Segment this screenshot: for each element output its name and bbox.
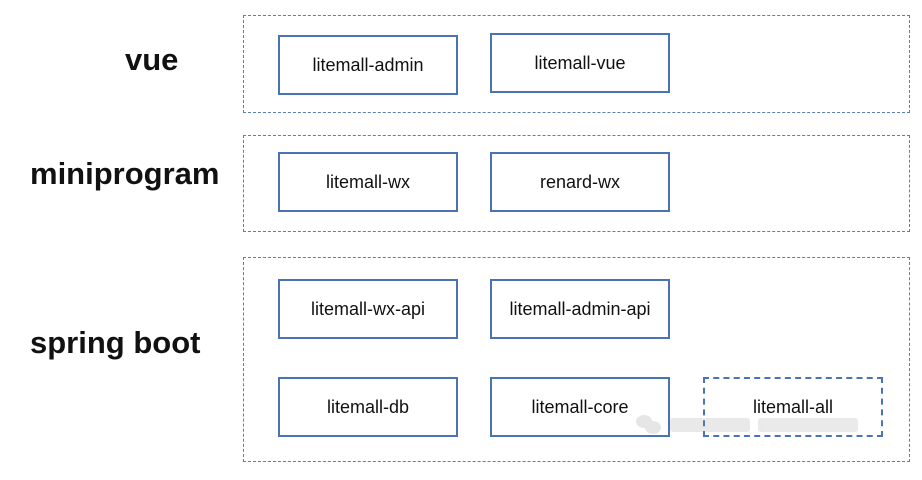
layer-box-miniprogram <box>243 135 910 232</box>
module-litemall-all: litemall-all <box>703 377 883 437</box>
wechat-icon <box>636 415 662 435</box>
module-litemall-wx: litemall-wx <box>278 152 458 212</box>
watermark <box>636 410 886 440</box>
module-litemall-vue: litemall-vue <box>490 33 670 93</box>
layer-label-spring-boot: spring boot <box>30 325 201 360</box>
module-litemall-admin-api: litemall-admin-api <box>490 279 670 339</box>
layer-box-vue <box>243 15 910 113</box>
module-renard-wx: renard-wx <box>490 152 670 212</box>
layer-label-vue: vue <box>125 42 179 77</box>
layer-box-spring-boot <box>243 257 910 462</box>
layer-label-miniprogram: miniprogram <box>30 156 220 191</box>
module-litemall-wx-api: litemall-wx-api <box>278 279 458 339</box>
module-litemall-db: litemall-db <box>278 377 458 437</box>
module-litemall-admin: litemall-admin <box>278 35 458 95</box>
module-litemall-core: litemall-core <box>490 377 670 437</box>
